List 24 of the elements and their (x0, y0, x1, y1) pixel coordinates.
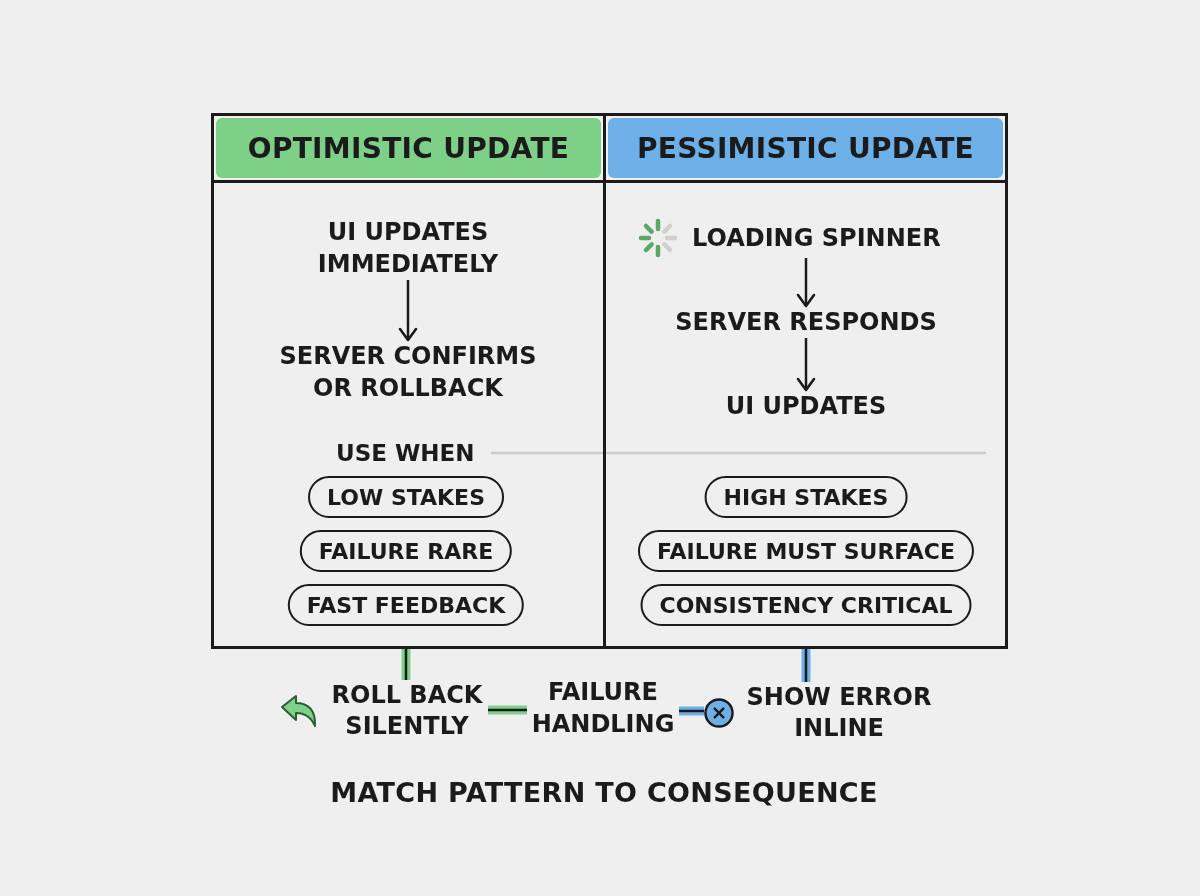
step-label: UI UPDATES (725, 390, 887, 422)
step-label: FAILURE HANDLING (527, 676, 679, 740)
step-label: SERVER CONFIRMS OR ROLLBACK (268, 340, 548, 404)
column-heading: OPTIMISTIC UPDATE (216, 118, 601, 178)
condition-tag: HIGH STAKES (704, 476, 908, 518)
highlighted-connector-line (679, 706, 704, 716)
step-label: SHOW ERROR INLINE (745, 682, 933, 744)
condition-tag: CONSISTENCY CRITICAL (640, 584, 972, 626)
highlighted-connector-line (488, 705, 527, 715)
column-panel (606, 113, 1008, 649)
step-label: LOADING SPINNER (692, 222, 941, 254)
column-panel (211, 113, 606, 649)
condition-tag: FAILURE MUST SURFACE (637, 530, 975, 572)
condition-tag: FAILURE RARE (299, 530, 513, 572)
highlighted-connector-line (401, 649, 411, 680)
section-label: USE WHEN (336, 439, 475, 467)
step-label: ROLL BACK SILENTLY (330, 680, 484, 742)
step-label: UI UPDATES IMMEDIATELY (305, 216, 511, 280)
step-label: SERVER RESPONDS (675, 306, 937, 338)
column-heading: PESSIMISTIC UPDATE (608, 118, 1003, 178)
condition-tag: FAST FEEDBACK (287, 584, 525, 626)
condition-tag: LOW STAKES (308, 476, 504, 518)
caption: MATCH PATTERN TO CONSEQUENCE (330, 777, 878, 808)
highlighted-connector-line (801, 649, 811, 682)
